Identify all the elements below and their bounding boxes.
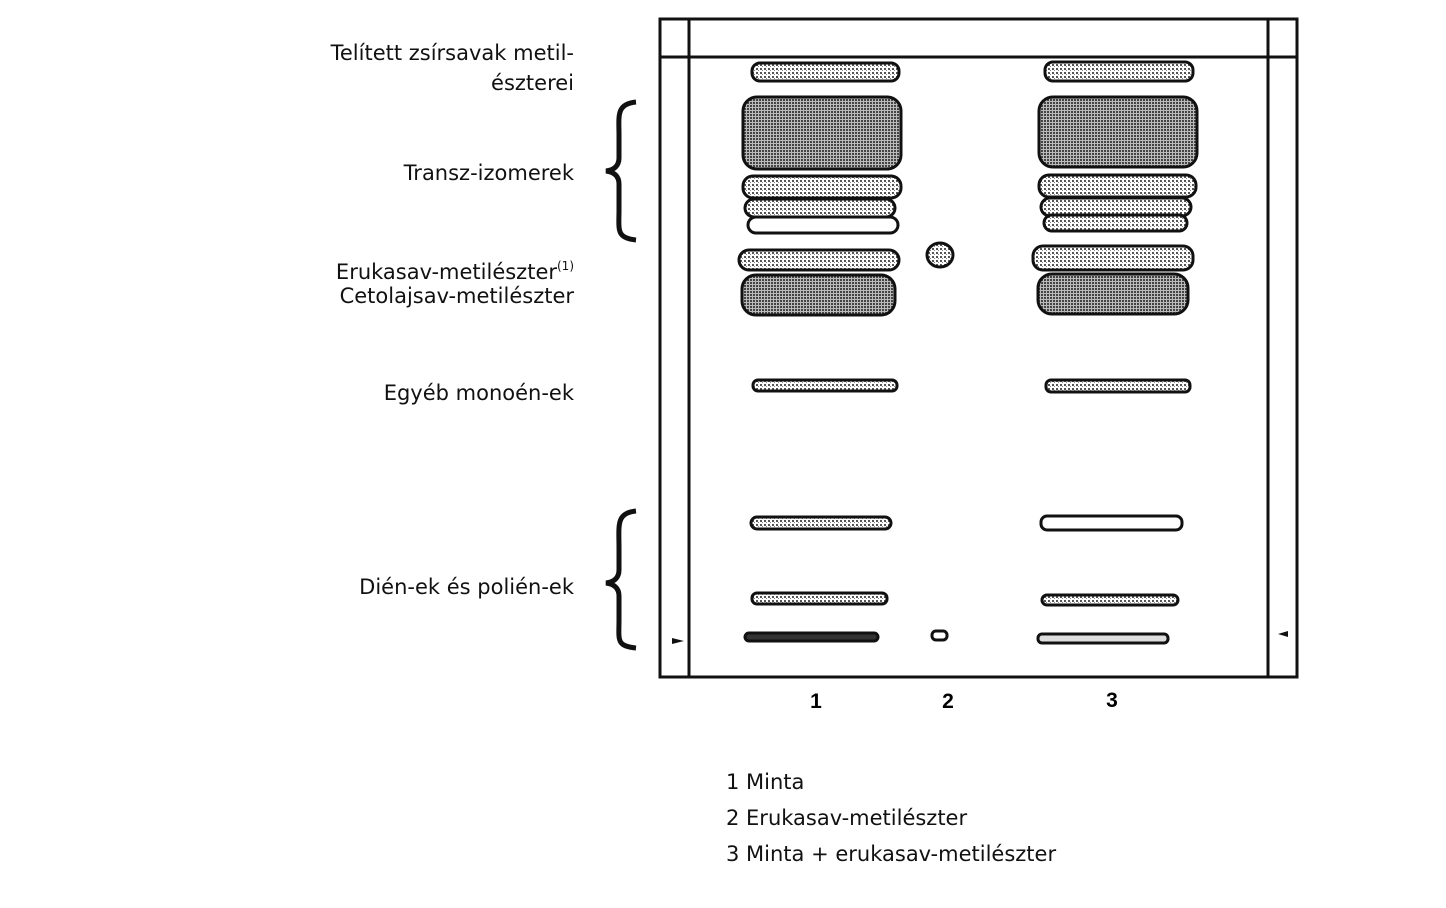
spot-lane3-trans-b [1037,173,1198,199]
brace-dienes [605,508,637,651]
spot-lane1-cetoleic [740,273,897,317]
lane-1-spots [737,61,903,643]
legend-item-3: 3 Minta + erukasav-metilészter [726,842,1057,866]
lane-2-spots [925,241,955,642]
spot-lane3-diene-b [1040,593,1180,607]
spot-lane1-monoene [751,378,899,393]
spot-lane2-erucic [925,241,955,269]
legend-item-2: 2 Erukasav-metilészter [726,806,968,830]
label-erucic-ester: Erukasav-metilészter(1) [336,251,574,287]
spot-lane3-diene-a [1039,514,1184,532]
spot-lane3-erucic [1031,244,1195,272]
label-cetoleic-ester: Cetolajsav-metilészter [339,284,574,308]
spot-lane1-trans-c [743,197,897,219]
spot-lane3-cetoleic [1036,272,1190,316]
label-saturated-line1: Telített zsírsavak metil- [330,41,574,65]
legend-item-1: 1 Minta [726,770,805,794]
spot-lane1-trans-a [741,95,903,171]
spot-lane1-diene-a [749,515,893,531]
spot-lane3-monoene [1044,378,1192,394]
origin-marker-left [672,638,684,644]
spot-lane1-saturated [750,61,901,83]
brace-trans [605,99,637,243]
spot-lane3-trans-a [1037,95,1199,169]
spot-lane3-trans-d [1042,213,1189,233]
spot-lane3-diene-c [1036,632,1170,645]
label-monoenes: Egyéb monoén-ek [383,381,574,405]
label-erucic-text: Erukasav-metilészter [335,260,557,284]
lane-3-spots [1031,60,1199,645]
label-dienes-polyenes: Dién-ek és polién-ek [359,575,574,599]
spot-lane3-trans-c [1039,196,1193,218]
origin-marker-right [1278,631,1288,637]
lane-number-3: 3 [1106,689,1118,712]
spot-lane1-erucic [737,248,901,272]
lane-number-1: 1 [810,690,822,713]
plate-frame [658,17,1299,679]
spot-lane1-trans-b [741,174,903,200]
spot-lane3-saturated [1043,60,1195,83]
spot-lane1-trans-d [746,215,900,235]
label-trans-isomers: Transz-izomerek [403,161,574,185]
spot-lane1-diene-b [750,591,889,606]
spot-lane2-origin [930,629,949,642]
label-saturated-line2: észterei [491,71,574,95]
footnote-marker: (1) [557,259,574,273]
lane-number-2: 2 [942,690,954,713]
spot-lane1-diene-c [743,631,880,643]
